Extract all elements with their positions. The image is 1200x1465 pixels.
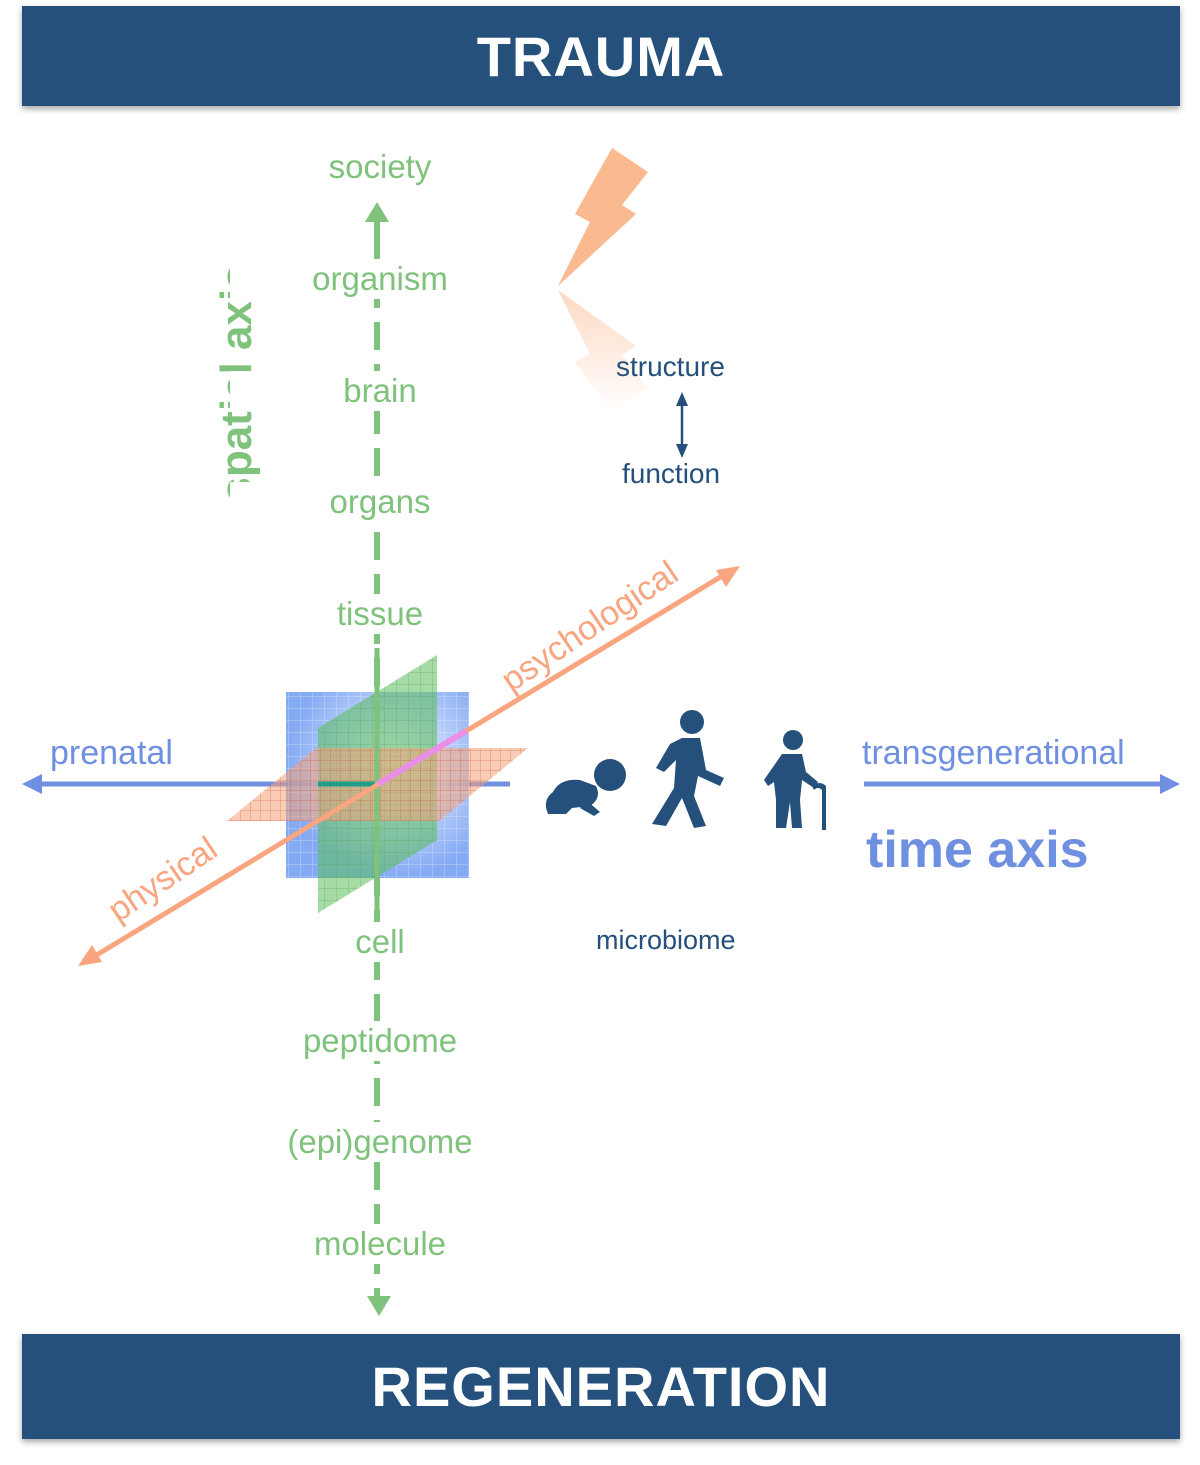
microbiome-label: microbiome [596, 925, 736, 955]
spatial-level-molecule: molecule [230, 1224, 530, 1264]
crawling-baby-icon [545, 759, 626, 816]
top-banner: TRAUMA [22, 6, 1180, 106]
dimension-planes [227, 648, 528, 913]
time-axis-end-label: transgenerational [862, 734, 1125, 772]
bottom-banner: REGENERATION [22, 1334, 1180, 1439]
spatial-level-society: society [230, 147, 530, 187]
lightning-bolt-icon [558, 148, 648, 412]
banner-title-top: TRAUMA [476, 24, 726, 88]
spatial-axis-down-arrow [367, 1296, 391, 1316]
function-label: function [622, 458, 721, 489]
walking-adult-icon [652, 710, 724, 828]
spatial-level-organs: organs [230, 482, 530, 522]
trauma-axis-up-arrow [716, 566, 740, 587]
banner-title-bottom: REGENERATION [371, 1355, 831, 1418]
time-axis-right-arrow [1160, 774, 1180, 794]
time-axis-left-arrow [22, 774, 42, 794]
structure-label: structure [616, 351, 725, 382]
elderly-person-cane-icon [764, 730, 826, 830]
spatial-axis-up-arrow [365, 202, 389, 222]
spatial-level-epigenome: (epi)genome [230, 1122, 530, 1162]
spatial-level-organism: organism [230, 259, 530, 299]
spatial-level-peptidome: peptidome [230, 1021, 530, 1061]
time-axis-title: time axis [866, 821, 1089, 879]
time-axis-start-label: prenatal [50, 734, 173, 772]
spatial-level-brain: brain [230, 371, 530, 411]
double-arrow-icon [676, 392, 688, 458]
spatial-level-cell: cell [230, 922, 530, 962]
trauma-axis-line [78, 566, 740, 966]
trauma-axis-down-arrow [78, 945, 102, 966]
spatial-level-tissue: tissue [230, 594, 530, 634]
